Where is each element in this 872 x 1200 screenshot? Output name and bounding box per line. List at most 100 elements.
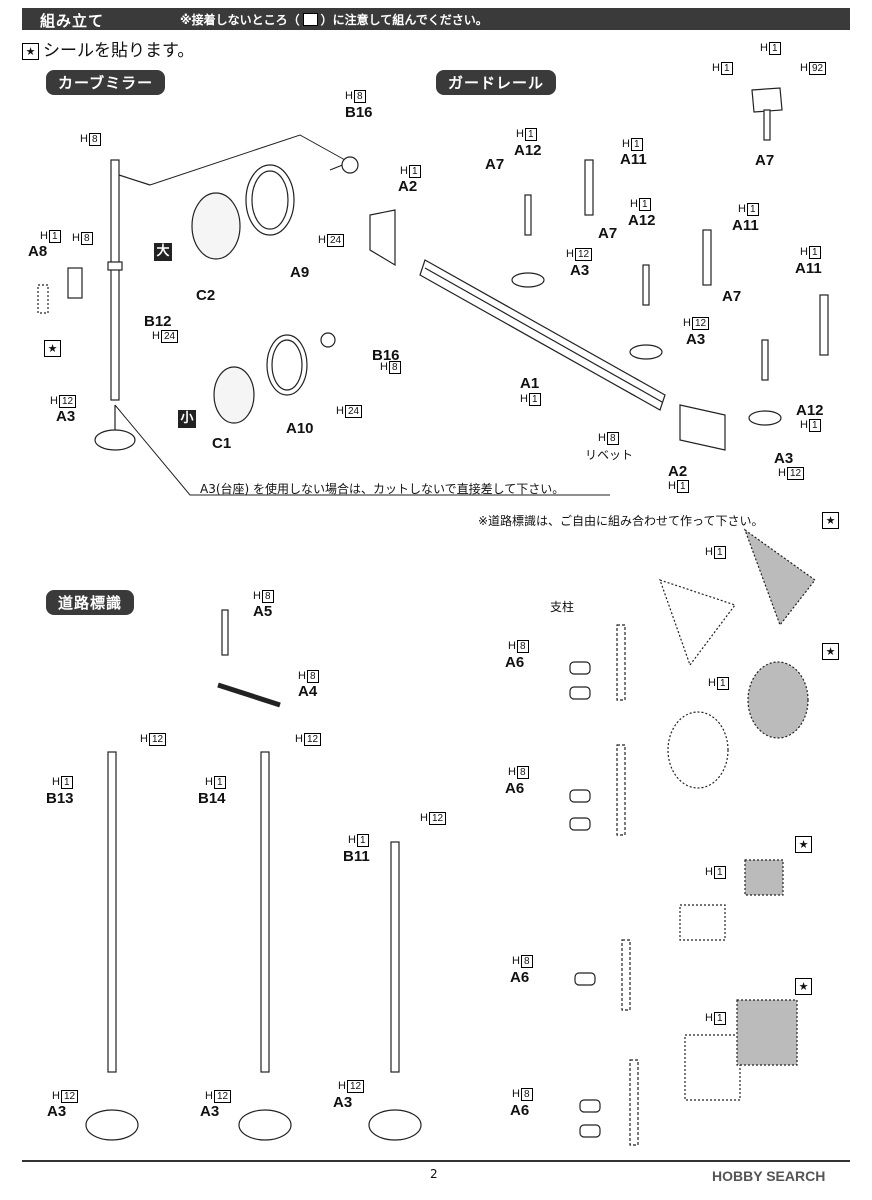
bracket-b16	[341, 156, 359, 174]
label-a1: A1	[520, 375, 540, 392]
mirror-c1	[213, 366, 255, 424]
post-dashed-1	[616, 624, 626, 701]
label-a6-4: A6	[510, 1102, 530, 1119]
arm-a4	[217, 682, 281, 708]
mark-small: 小	[178, 410, 196, 428]
base-a3-mirror	[94, 429, 136, 451]
sign-small-rect-outline	[679, 904, 726, 941]
rivet-label: リベット	[585, 448, 634, 462]
label-a7-2: A7	[598, 225, 618, 242]
label-a5: A5	[253, 603, 273, 620]
label-a7-3: A7	[722, 288, 742, 305]
star-icon-sign-4: ★	[795, 978, 812, 995]
mirror-a10-rim	[271, 339, 303, 391]
no-glue-icon	[302, 13, 318, 26]
pole-b14	[260, 751, 270, 1073]
label-a3-b13: A3	[47, 1103, 67, 1120]
label-a12-3: A12	[796, 402, 824, 419]
label-a6-2: A6	[505, 780, 525, 797]
mirror-a10	[266, 334, 308, 396]
label-a4: A4	[298, 683, 318, 700]
post-a12-3	[761, 339, 769, 381]
post-dashed-2	[616, 744, 626, 836]
mirror-pole	[110, 159, 120, 401]
label-c1: C1	[212, 435, 232, 452]
label-a11-3: A11	[795, 260, 822, 277]
post-dashed-3	[621, 939, 631, 1011]
mirror-c2	[191, 192, 241, 260]
label-a3-mirror: A3	[56, 408, 76, 425]
clamp-a6-1	[569, 661, 591, 675]
road-sign-note: ※道路標識は、ご自由に組み合わせて作って下さい。	[478, 514, 764, 528]
clamp-a6-3	[569, 789, 591, 803]
post-dashed-4	[629, 1059, 639, 1146]
header-note: ※接着しないところ（ ）に注意して組んでください。	[180, 11, 488, 28]
mirror-arm	[118, 174, 151, 186]
part-a7-detail	[751, 87, 783, 113]
label-a3-rail-1: A3	[570, 262, 590, 279]
label-b16: B16	[345, 104, 373, 121]
header-note-suffix: ）に注意して組んでください。	[320, 13, 488, 27]
star-icon-sign-1: ★	[822, 512, 839, 529]
label-a7-top: A7	[755, 152, 775, 169]
sign-round	[747, 661, 809, 739]
label-b12: B12	[144, 313, 172, 330]
header-note-prefix: ※接着しないところ（	[180, 13, 300, 27]
label-a10: A10	[286, 420, 314, 437]
base-a3-b11	[368, 1109, 422, 1141]
header-title: 組み立て	[40, 12, 105, 30]
base-a3-2	[629, 344, 663, 360]
star-icon-sign-3: ★	[795, 836, 812, 853]
plate-a11-2	[702, 229, 712, 286]
pole-a5	[221, 609, 229, 656]
mirror-a9	[245, 164, 295, 236]
plate-a11-3	[819, 294, 829, 356]
sign-a8	[67, 267, 83, 299]
label-b14: B14	[198, 790, 226, 807]
label-a11-2: A11	[732, 217, 759, 234]
post-a12-2	[642, 264, 650, 306]
footer-rule	[22, 1160, 850, 1162]
label-a3-rail-2: A3	[686, 331, 706, 348]
bracket-b16-lower	[320, 332, 336, 348]
base-a3-b13	[85, 1109, 139, 1141]
label-a12-1: A12	[514, 142, 542, 159]
label-b16-lower: B16	[372, 347, 400, 364]
mirror-a9-rim	[251, 170, 289, 230]
sign-large-rect-outline	[684, 1034, 741, 1101]
clamp-a6-7	[579, 1124, 601, 1138]
post-a12-1	[524, 194, 532, 236]
a3-note: A3(台座) を使用しない場合は、カットしないで直接差して下さい。	[200, 482, 565, 496]
base-a3-b14	[238, 1109, 292, 1141]
sign-triangle	[743, 528, 816, 627]
sign-small-rect	[744, 859, 784, 896]
clamp-a6-5	[574, 972, 596, 986]
label-a11-1: A11	[620, 151, 647, 168]
label-b13: B13	[46, 790, 74, 807]
page-number: 2	[430, 1167, 438, 1181]
base-a3-1	[511, 272, 545, 288]
